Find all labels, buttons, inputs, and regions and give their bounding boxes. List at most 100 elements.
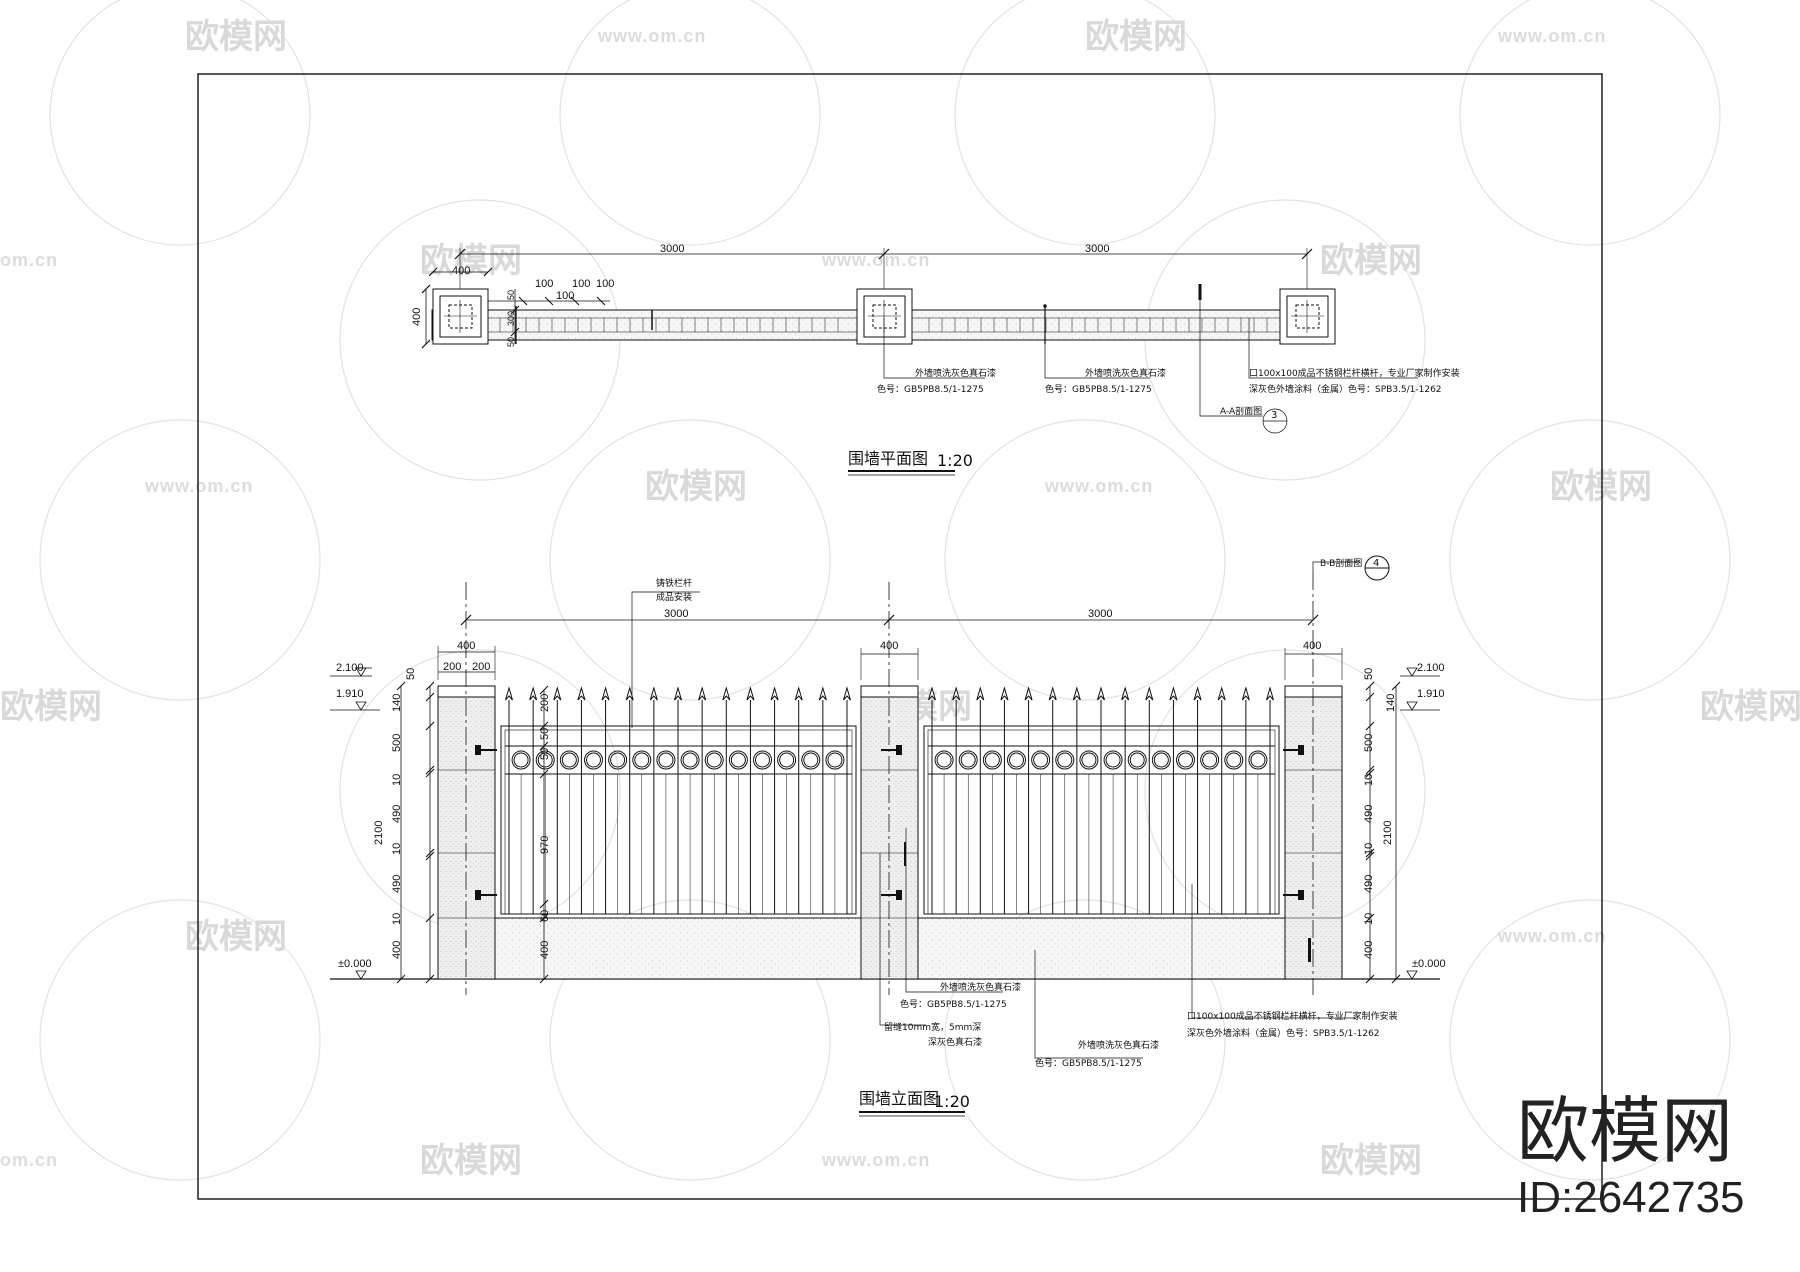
elev-dim-fence: 400	[539, 941, 551, 959]
picket-spear-tip	[746, 686, 755, 701]
elev-note-groove-color: 深灰色真石漆	[928, 1036, 982, 1048]
elev-note-rail: 口100x100成品不锈钢栏杆横杆，专业厂家制作安装	[1187, 1010, 1398, 1022]
watermark-text: 欧模网	[0, 687, 102, 727]
fence-ring	[934, 750, 954, 770]
fence-ring	[1103, 750, 1123, 770]
fence-ring-inner	[706, 752, 722, 768]
fence-ring-inner	[936, 752, 952, 768]
plan-dim-pier-depth: 400	[411, 308, 423, 326]
plan-view	[421, 248, 1336, 349]
elevation-plinth-left	[493, 917, 863, 980]
elevation-brackets	[475, 745, 1311, 962]
fence-ring-inner	[803, 752, 819, 768]
fence-ring	[1031, 750, 1051, 770]
watermark-text: 欧模网	[1320, 1141, 1422, 1181]
elev-dim-half: 200	[443, 661, 461, 673]
watermark-text: 欧模网	[645, 467, 747, 507]
watermark-url: om.cn	[0, 1150, 58, 1170]
watermark-url: www.om.cn	[597, 26, 706, 46]
elevation-scale: 1:20	[934, 1092, 970, 1111]
picket-spear-tip	[649, 686, 658, 701]
plan-note-rail: 口100x100成品不锈钢栏杆横杆，专业厂家制作安装	[1249, 367, 1460, 379]
plan-dim-spacing: 100	[535, 278, 553, 290]
watermark-url: www.om.cn	[1044, 476, 1153, 496]
elevation-fence-panel-left	[500, 686, 857, 915]
fence-ring	[680, 750, 700, 770]
plan-dim-spacing: 100	[596, 278, 614, 290]
picket-spear-tip	[770, 686, 779, 701]
plan-note-stone-2-code: 色号：GB5PB8.5/1-1275	[1045, 383, 1152, 395]
elev-dim-fence: 60	[539, 910, 551, 922]
picket-spear-tip	[1169, 686, 1178, 701]
fence-ring	[728, 750, 748, 770]
fence-ring-inner	[561, 752, 577, 768]
elev-dim-seg: 50	[1363, 668, 1375, 680]
fence-ring	[1055, 750, 1075, 770]
elev-dim-fence: 200	[539, 694, 551, 712]
fence-ring	[1007, 750, 1026, 770]
picket-spear-tip	[928, 686, 936, 701]
picket-spear-tip	[1072, 686, 1081, 701]
picket-spear-tip	[1145, 686, 1154, 701]
plan-note-rail-color: 深灰色外墙涂料（金属）色号：SPB3.5/1-1262	[1249, 383, 1442, 395]
fence-ring-inner	[682, 752, 698, 768]
elev-dim-seg: 490	[1363, 805, 1375, 823]
plan-pier-right	[1279, 288, 1336, 345]
level-marker-right	[1400, 667, 1440, 980]
elev-dim-fence: 50	[539, 728, 551, 740]
fence-ring-inner	[1129, 752, 1145, 768]
picket-spear-tip	[625, 686, 634, 701]
fence-ring-inner	[1105, 752, 1121, 768]
drawing-border	[197, 73, 1603, 1200]
elev-note-stone-b-code: 色号：GB5PB8.5/1-1275	[1035, 1057, 1142, 1069]
plan-dim-wall: 50	[506, 337, 516, 347]
elev-dim-fence: 970	[539, 836, 551, 854]
fence-ring-inner	[827, 752, 843, 768]
picket-spear-tip	[1024, 686, 1033, 701]
picket-spear-tip	[1097, 686, 1105, 701]
picket-spear-tip	[976, 686, 985, 701]
elev-dim-pier: 400	[457, 640, 475, 652]
watermark-text: 欧模网	[185, 17, 287, 57]
elev-section-number: 4	[1373, 558, 1379, 569]
elevation-title: 围墙立面图	[859, 1089, 939, 1108]
watermark-url: www.om.cn	[821, 250, 930, 270]
fence-ring	[1176, 750, 1195, 770]
plan-dimensions: 3000 3000 400 400 100 100 100 100 50 300…	[411, 243, 1109, 347]
fence-ring-inner	[586, 752, 601, 768]
elev-note-stone-a: 外墙喷洗灰色真石漆	[940, 981, 1021, 993]
watermark-text: 欧模网	[1550, 467, 1652, 507]
elevation-view	[330, 555, 1440, 1059]
level-cap-right: 1.910	[1417, 688, 1445, 700]
elev-dim-seg: 10	[1363, 774, 1375, 786]
elev-dim-total: 2100	[373, 821, 385, 845]
fence-ring	[1079, 750, 1099, 770]
picket-spear-tip	[505, 686, 513, 701]
picket-spear-tip	[1000, 686, 1009, 701]
plan-dim-span-left: 3000	[660, 243, 684, 255]
elev-section-label: B-B剖面图	[1320, 557, 1362, 569]
fence-ring	[656, 750, 676, 770]
fence-ring	[1200, 750, 1220, 770]
fence-ring	[535, 750, 555, 770]
fence-ring-inner	[1033, 752, 1049, 768]
fence-ring-inner	[610, 752, 626, 768]
elev-dim-total: 2100	[1382, 821, 1394, 845]
elev-dim-seg: 400	[1363, 941, 1375, 959]
fence-ring	[753, 750, 772, 770]
fence-ring-inner	[1178, 752, 1193, 768]
plan-title: 围墙平面图	[848, 449, 928, 468]
plan-pier-middle	[856, 288, 913, 345]
elevation-fence-panel-right	[923, 686, 1280, 915]
plan-dim-span-right: 3000	[1085, 243, 1109, 255]
elev-dim-span-left: 3000	[664, 608, 688, 620]
watermark-url: www.om.cn	[1497, 26, 1606, 46]
picket-spear-tip	[1217, 686, 1226, 701]
picket-spear-tip	[843, 686, 851, 701]
watermark-url: www.om.cn	[1497, 926, 1606, 946]
fence-ring-inner	[537, 752, 553, 768]
picket-spear-tip	[674, 686, 682, 701]
plan-annotations: 外墙喷洗灰色真石漆 色号：GB5PB8.5/1-1275 外墙喷洗灰色真石漆 色…	[877, 300, 1460, 434]
elev-dim-fence: 50	[539, 748, 551, 760]
elev-dim-seg: 10	[391, 913, 403, 925]
